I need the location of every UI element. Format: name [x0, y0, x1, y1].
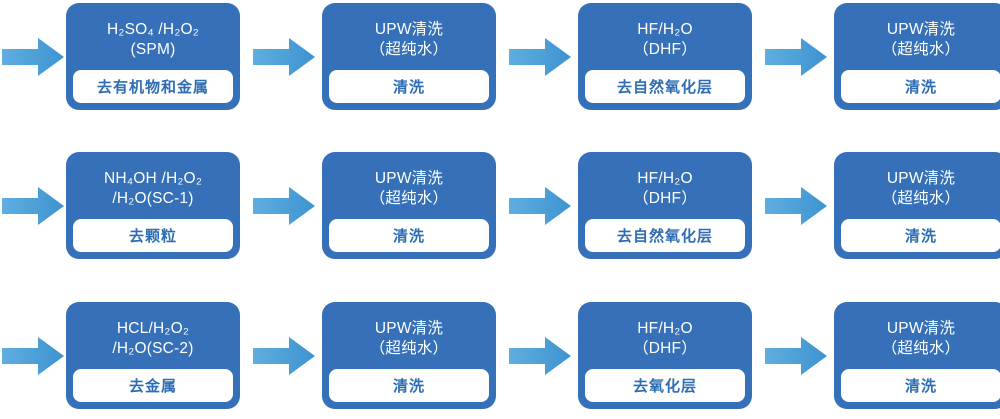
right-arrow-icon [2, 38, 64, 76]
process-step-title-line: HCL/H₂O₂ [116, 319, 190, 337]
process-step-purpose-badge: 去有机物和金属 [73, 70, 233, 103]
process-step-title: HF/H₂O （DHF） [585, 158, 745, 219]
process-step-purpose-badge: 清洗 [329, 369, 489, 402]
right-arrow-icon [509, 38, 571, 76]
process-step-purpose-badge: 清洗 [841, 70, 1000, 103]
right-arrow-icon [253, 337, 315, 375]
process-step-card[interactable]: NH₄OH /H₂O₂/H₂O(SC-1)去颗粒 [66, 152, 240, 259]
right-arrow-icon [765, 38, 827, 76]
process-step-title-line: /H₂O(SC-1) [112, 189, 194, 207]
right-arrow-icon [509, 187, 571, 225]
process-step-title: NH₄OH /H₂O₂/H₂O(SC-1) [73, 158, 233, 219]
process-step-title: UPW清洗 （超纯水） [841, 9, 1000, 70]
right-arrow-icon [765, 337, 827, 375]
process-step-title-line: H₂SO₄ /H₂O₂ [106, 20, 200, 38]
process-step-purpose-badge: 清洗 [841, 369, 1000, 402]
process-step-title: UPW清洗 （超纯水） [841, 158, 1000, 219]
process-step-purpose-badge: 清洗 [329, 70, 489, 103]
process-step-title-line: UPW清洗 [374, 169, 444, 187]
process-step-title-line: (SPM) [130, 40, 176, 58]
process-step-title-line: UPW清洗 [374, 319, 444, 337]
process-step-title-line: /H₂O(SC-2) [112, 339, 194, 357]
process-step-title: HF/H₂O （DHF） [585, 9, 745, 70]
process-step-title-line: （超纯水） [369, 189, 449, 207]
process-step-title-line: （DHF） [633, 189, 697, 207]
process-step-title: H₂SO₄ /H₂O₂ (SPM) [73, 9, 233, 70]
process-step-card[interactable]: UPW清洗 （超纯水） 清洗 [834, 152, 1000, 259]
process-step-card[interactable]: HF/H₂O （DHF） 去氧化层 [578, 302, 752, 409]
process-step-title-line: （DHF） [633, 339, 697, 357]
process-step-card[interactable]: UPW清洗 （超纯水） 清洗 [322, 3, 496, 110]
process-step-title-line: HF/H₂O [637, 20, 693, 38]
right-arrow-icon [2, 187, 64, 225]
process-step-purpose-badge: 去自然氧化层 [585, 219, 745, 252]
process-step-title-line: （超纯水） [881, 339, 961, 357]
process-step-card[interactable]: HCL/H₂O₂/H₂O(SC-2)去金属 [66, 302, 240, 409]
process-step-title-line: （超纯水） [369, 339, 449, 357]
process-step-title-line: UPW清洗 [886, 169, 956, 187]
process-step-purpose-badge: 清洗 [841, 219, 1000, 252]
process-step-title: UPW清洗 （超纯水） [329, 308, 489, 369]
right-arrow-icon [2, 337, 64, 375]
process-step-card[interactable]: HF/H₂O （DHF） 去自然氧化层 [578, 3, 752, 110]
right-arrow-icon [253, 187, 315, 225]
right-arrow-icon [253, 38, 315, 76]
right-arrow-icon [509, 337, 571, 375]
process-step-title-line: UPW清洗 [374, 20, 444, 38]
process-step-card[interactable]: UPW清洗 （超纯水） 清洗 [834, 302, 1000, 409]
process-step-card[interactable]: UPW清洗 （超纯水） 清洗 [834, 3, 1000, 110]
process-step-purpose-badge: 去自然氧化层 [585, 70, 745, 103]
process-step-title-line: HF/H₂O [637, 319, 693, 337]
process-step-title-line: UPW清洗 [886, 319, 956, 337]
process-step-title-line: （超纯水） [369, 40, 449, 58]
process-step-purpose-badge: 去颗粒 [73, 219, 233, 252]
process-step-purpose-badge: 去金属 [73, 369, 233, 402]
process-step-purpose-badge: 清洗 [329, 219, 489, 252]
process-step-card[interactable]: UPW清洗 （超纯水） 清洗 [322, 302, 496, 409]
process-step-title: HF/H₂O （DHF） [585, 308, 745, 369]
process-step-title-line: （超纯水） [881, 189, 961, 207]
process-step-card[interactable]: HF/H₂O （DHF） 去自然氧化层 [578, 152, 752, 259]
process-step-card[interactable]: H₂SO₄ /H₂O₂ (SPM) 去有机物和金属 [66, 3, 240, 110]
right-arrow-icon [765, 187, 827, 225]
process-step-title-line: UPW清洗 [886, 20, 956, 38]
process-step-title: UPW清洗 （超纯水） [841, 308, 1000, 369]
process-step-title-line: （DHF） [633, 40, 697, 58]
process-step-title: UPW清洗 （超纯水） [329, 9, 489, 70]
process-step-purpose-badge: 去氧化层 [585, 369, 745, 402]
process-row: H₂SO₄ /H₂O₂ (SPM) 去有机物和金属 UPW清洗 （超纯水） 清洗 HF/H₂… [0, 3, 1000, 110]
process-step-card[interactable]: UPW清洗 （超纯水） 清洗 [322, 152, 496, 259]
process-step-title: HCL/H₂O₂/H₂O(SC-2) [73, 308, 233, 369]
process-step-title-line: HF/H₂O [637, 169, 693, 187]
process-step-title-line: NH₄OH /H₂O₂ [103, 169, 203, 187]
process-step-title: UPW清洗 （超纯水） [329, 158, 489, 219]
process-step-title-line: （超纯水） [881, 40, 961, 58]
